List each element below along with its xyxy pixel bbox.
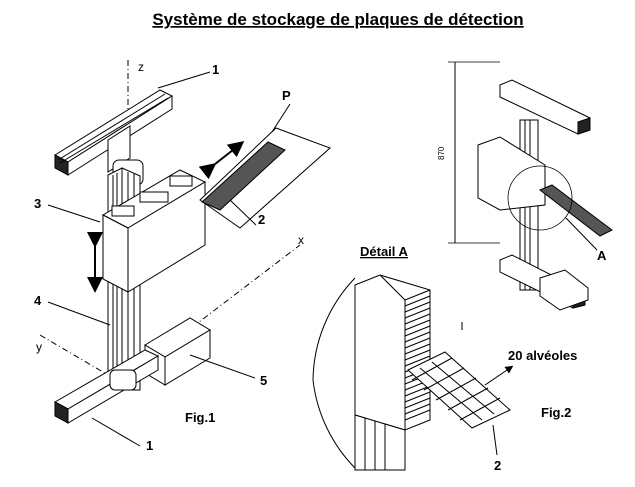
fig1-drawing: [39, 60, 331, 447]
detail-rack: [354, 274, 431, 431]
fig2-carriage: [477, 136, 546, 211]
fig2-drawing: [448, 61, 613, 311]
fig2-label-a: A: [597, 248, 607, 263]
label-4: 4: [34, 293, 42, 308]
axis-y-label: y: [36, 340, 42, 354]
fig2-caption: Fig.2: [541, 405, 571, 420]
page-title: Système de stockage de plaques de détect…: [152, 10, 523, 29]
detail-alveoles-label: 20 alvéoles: [508, 348, 577, 363]
label-5: 5: [260, 373, 267, 388]
fig1-caption: Fig.1: [185, 410, 215, 425]
fig2-detail-circle: [507, 165, 573, 231]
label-2: 2: [258, 212, 265, 227]
label-1-top: 1: [212, 62, 219, 77]
label-1-bottom: 1: [146, 438, 153, 453]
detail-label-2: 2: [494, 458, 501, 473]
axis-z-label: z: [138, 60, 144, 74]
detail-circle-arc: [312, 277, 356, 381]
label-p: P: [282, 88, 291, 103]
detail-drawing: [312, 274, 514, 471]
fig2-dimension-label: 870: [437, 146, 446, 160]
label-3: 3: [34, 196, 41, 211]
detail-title: Détail A: [360, 244, 409, 259]
plate-motion-arrow: [198, 141, 245, 180]
axis-x-label: x: [298, 233, 304, 247]
fig2-motor: [539, 269, 589, 311]
